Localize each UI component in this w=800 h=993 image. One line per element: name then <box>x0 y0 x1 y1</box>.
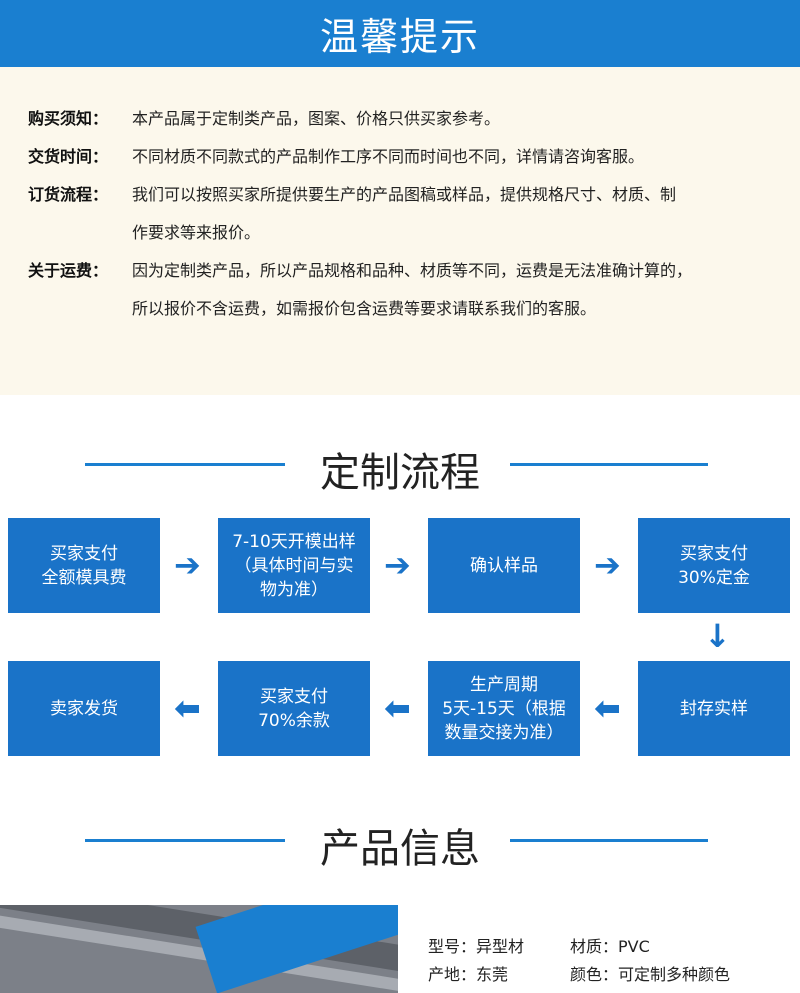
arrow-right-icon: ➔ <box>174 546 201 584</box>
step-text: 买家支付 <box>259 686 328 707</box>
step-text: 数量交接为准） <box>444 722 564 743</box>
notice-panel: 购买须知： 本产品属于定制类产品，图案、价格只供买家参考。 交货时间： 不同材质… <box>0 67 800 395</box>
step-text: 物为准） <box>260 579 328 600</box>
step-7: 买家支付 70%余款 <box>218 661 370 756</box>
divider-right <box>510 839 708 842</box>
notice-text: 作要求等来报价。 <box>132 223 261 242</box>
product-model: 型号：异型材 <box>428 937 525 956</box>
notice-label: 交货时间： <box>28 147 109 166</box>
divider-left <box>85 463 285 466</box>
product-title: 产品信息 <box>320 826 480 872</box>
notice-label: 关于运费： <box>28 261 109 280</box>
step-text: 生产周期 <box>470 674 538 695</box>
step-4: 买家支付 30%定金 <box>638 518 790 613</box>
step-text: 7-10天开模出样 <box>232 531 356 552</box>
arrow-left-icon: ⬅ <box>174 689 201 727</box>
divider-right <box>510 463 708 466</box>
header-banner: 温馨提示 <box>0 0 800 67</box>
product-material: 材质：PVC <box>570 937 650 956</box>
step-3: 确认样品 <box>428 518 580 613</box>
arrow-down-icon: ↓ <box>704 617 731 655</box>
step-text: 买家支付 <box>679 543 748 564</box>
banner-title: 温馨提示 <box>319 15 480 59</box>
step-text: 70%余款 <box>258 710 330 731</box>
step-text: 30%定金 <box>678 567 750 588</box>
arrow-right-icon: ➔ <box>384 546 411 584</box>
step-text: （具体时间与实 <box>234 555 354 576</box>
product-origin: 产地：东莞 <box>428 965 509 984</box>
product-color: 颜色：可定制多种颜色 <box>570 965 731 984</box>
step-text: 封存实样 <box>680 698 748 719</box>
notice-label: 订货流程： <box>28 185 109 204</box>
step-text: 全额模具费 <box>41 567 127 588</box>
notice-text: 本产品属于定制类产品，图案、价格只供买家参考。 <box>132 109 501 128</box>
notice-text: 我们可以按照买家所提供要生产的产品图稿或样品，提供规格尺寸、材质、制 <box>132 185 677 204</box>
divider-left <box>85 839 285 842</box>
step-text: 卖家发货 <box>50 698 118 719</box>
step-text: 5天-15天（根据 <box>442 698 566 719</box>
process-title: 定制流程 <box>320 450 480 496</box>
step-2: 7-10天开模出样 （具体时间与实物为准） <box>218 518 370 613</box>
step-6: 生产周期 5天-15天（根据数量交接为准） <box>428 661 580 756</box>
notice-text: 所以报价不含运费，如需报价包含运费等要求请联系我们的客服。 <box>132 299 597 318</box>
arrow-left-icon: ⬅ <box>594 689 621 727</box>
arrow-left-icon: ⬅ <box>384 689 411 727</box>
notice-text: 不同材质不同款式的产品制作工序不同而时间也不同，详情请咨询客服。 <box>132 147 645 166</box>
step-5: 封存实样 <box>638 661 790 756</box>
step-text: 买家支付 <box>50 543 118 564</box>
step-text: 确认样品 <box>470 555 538 576</box>
arrow-right-icon: ➔ <box>594 546 621 584</box>
product-image <box>0 905 398 993</box>
step-1: 买家支付全额模具费 <box>8 518 160 613</box>
notice-text: 因为定制类产品，所以产品规格和品种、材质等不同，运费是无法准确计算的， <box>132 261 693 280</box>
step-8: 卖家发货 <box>8 661 160 756</box>
notice-label: 购买须知： <box>28 109 109 128</box>
